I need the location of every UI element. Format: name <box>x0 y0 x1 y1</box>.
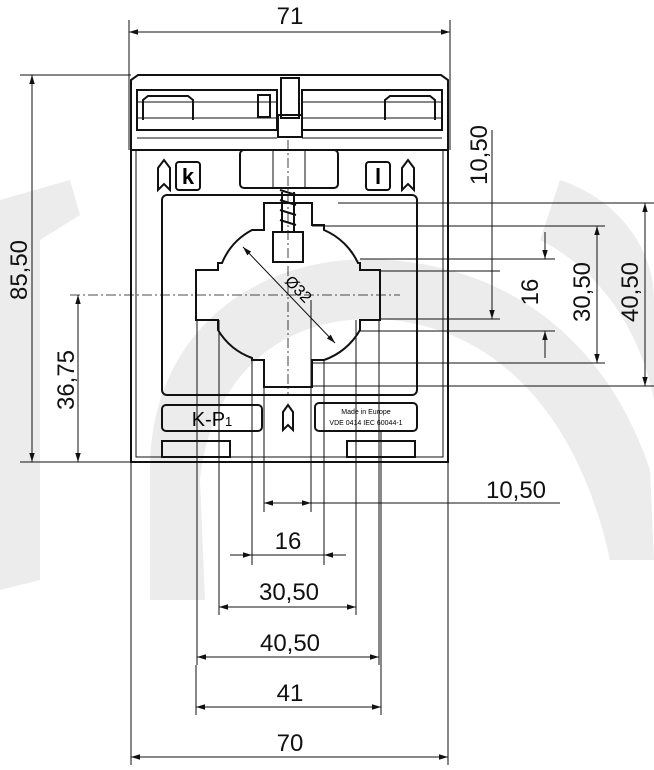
arrow-icon <box>282 403 294 433</box>
bottom-dimensions: 10,50 16 30,50 40,50 41 70 <box>130 300 560 765</box>
dim-text: 36,75 <box>53 350 80 410</box>
dim-text: 10,50 <box>466 125 493 185</box>
dim-text: 40,50 <box>617 262 644 322</box>
dim-text: 30,50 <box>259 579 319 606</box>
dimension-71: 71 <box>128 3 451 150</box>
dimension-36-75: 36,75 <box>53 295 81 462</box>
dim-text: 85,50 <box>6 240 33 300</box>
terminal-l-label: l <box>375 164 381 189</box>
dim-text: 10,50 <box>486 477 546 504</box>
dim-text: 70 <box>277 730 304 757</box>
made-in-label: Made in Europe <box>341 409 391 416</box>
dim-text: 16 <box>517 279 544 306</box>
dim-text: 71 <box>277 3 304 30</box>
right-dimensions: 10,50 16 30,50 40,50 <box>312 125 654 387</box>
model-label: K-P1 <box>192 409 233 431</box>
dim-text: 16 <box>275 528 302 555</box>
arrow-icon <box>157 158 171 193</box>
dim-text: 41 <box>277 680 304 707</box>
dim-text: 30,50 <box>569 262 596 322</box>
watermark-logo <box>0 180 654 600</box>
transformer-body: Ø32 k l K-P1 Made in Europe VDE 0414 IEC… <box>70 74 449 463</box>
dimension-85-50: 85,50 <box>6 74 131 463</box>
arrow-icon <box>401 158 415 193</box>
dim-text: 40,50 <box>260 630 320 657</box>
standard-label: VDE 0414 IEC 60044-1 <box>329 420 402 427</box>
terminal-k-label: k <box>182 164 195 189</box>
